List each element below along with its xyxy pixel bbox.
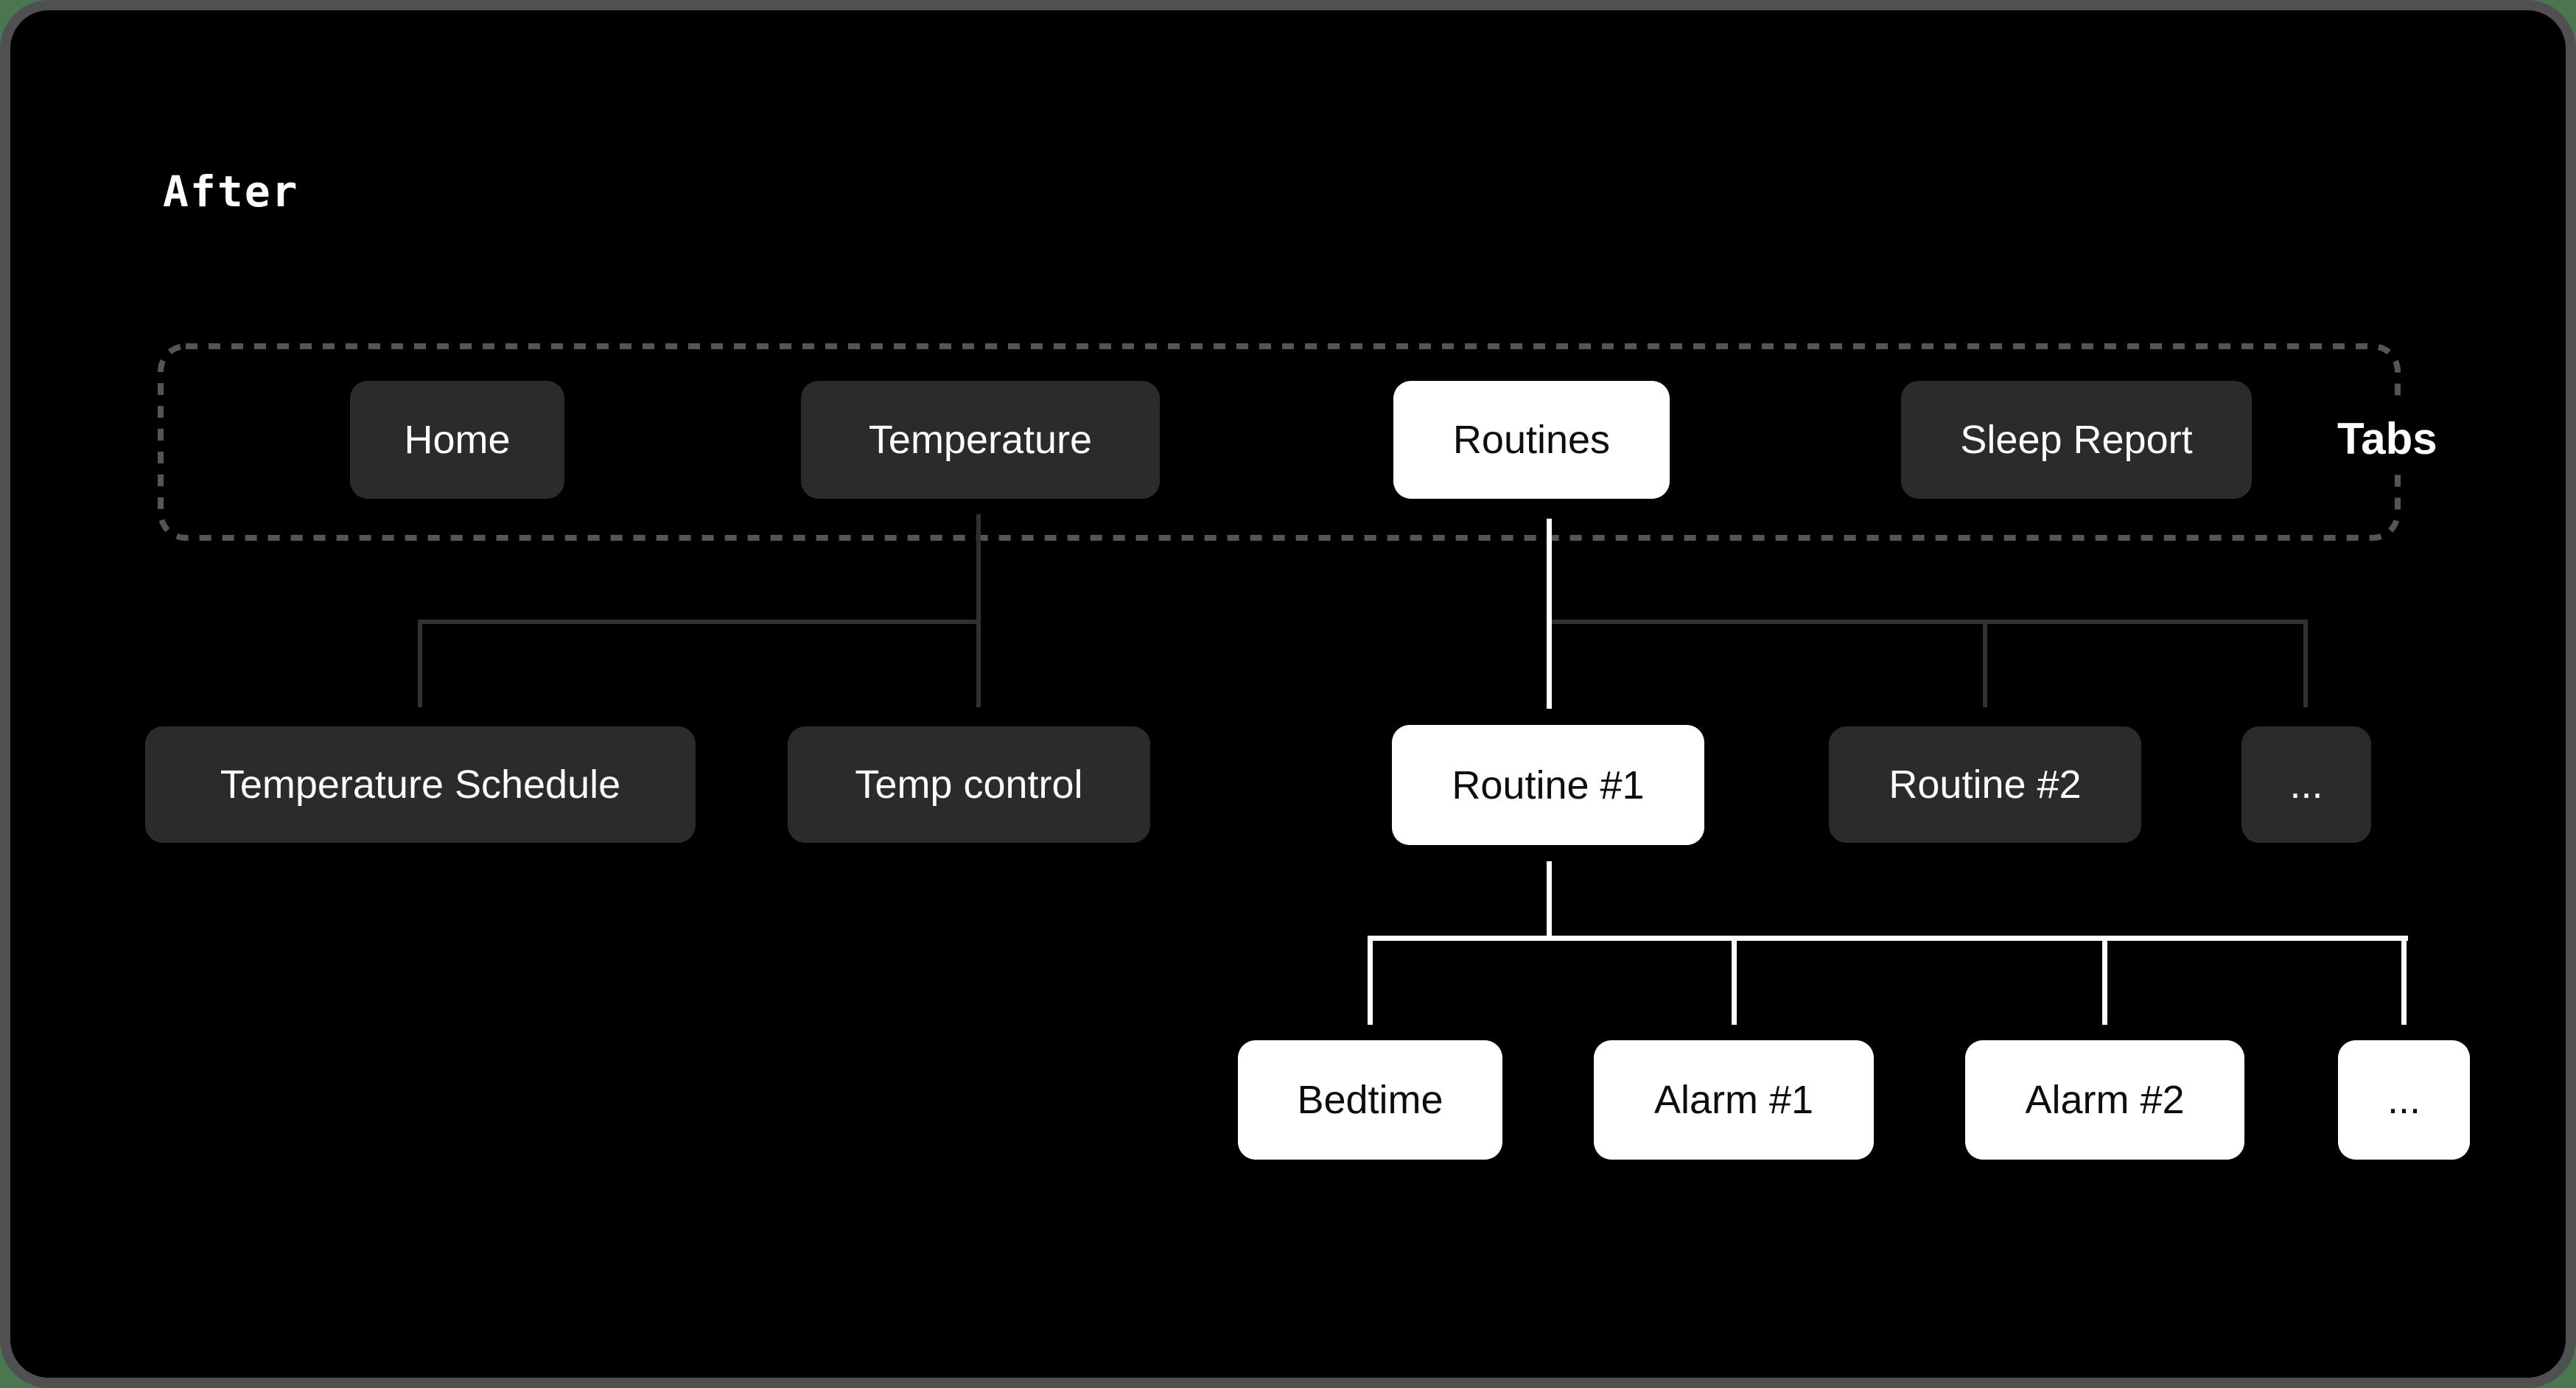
node-routines-ellipsis: ... — [2241, 726, 2371, 843]
node-temp-control: Temp control — [788, 726, 1150, 843]
node-tab-temperature: Temperature — [801, 381, 1160, 499]
tabs-frame-label: Tabs — [2317, 405, 2458, 473]
node-alarm-2: Alarm #2 — [1965, 1040, 2244, 1160]
node-temperature-schedule: Temperature Schedule — [145, 726, 696, 843]
connector-temperature-branch — [418, 620, 981, 624]
connector-routine-1-branch — [1368, 936, 2408, 941]
connector-temperature-stem — [976, 514, 981, 707]
node-tab-home: Home — [350, 381, 564, 499]
node-alarm-1: Alarm #1 — [1594, 1040, 1874, 1160]
connector-routine-1-stem — [1547, 861, 1552, 941]
node-routine-1: Routine #1 — [1392, 725, 1704, 845]
connector-bedtime-drop — [1368, 936, 1373, 1025]
node-tab-sleep-report: Sleep Report — [1901, 381, 2252, 499]
node-routine-2: Routine #2 — [1829, 726, 2141, 843]
node-routine-1-ellipsis: ... — [2338, 1040, 2470, 1160]
connector-alarm-2-drop — [2102, 936, 2107, 1025]
page-title: After — [163, 167, 299, 217]
dashed-border — [158, 343, 2401, 541]
connector-routine-2-drop — [1983, 620, 1987, 707]
connector-routines-more-drop — [2303, 620, 2308, 707]
connector-alarm-1-drop — [1732, 936, 1737, 1025]
connector-routines-gray-branch — [1549, 620, 2308, 624]
node-tab-routines: Routines — [1393, 381, 1670, 499]
connector-routine-1-more-drop — [2401, 936, 2407, 1025]
connector-temperature-schedule-drop — [418, 620, 422, 707]
connector-routines-stem — [1547, 519, 1552, 709]
node-bedtime: Bedtime — [1238, 1040, 1502, 1160]
tabs-dashed-frame — [158, 343, 2401, 541]
